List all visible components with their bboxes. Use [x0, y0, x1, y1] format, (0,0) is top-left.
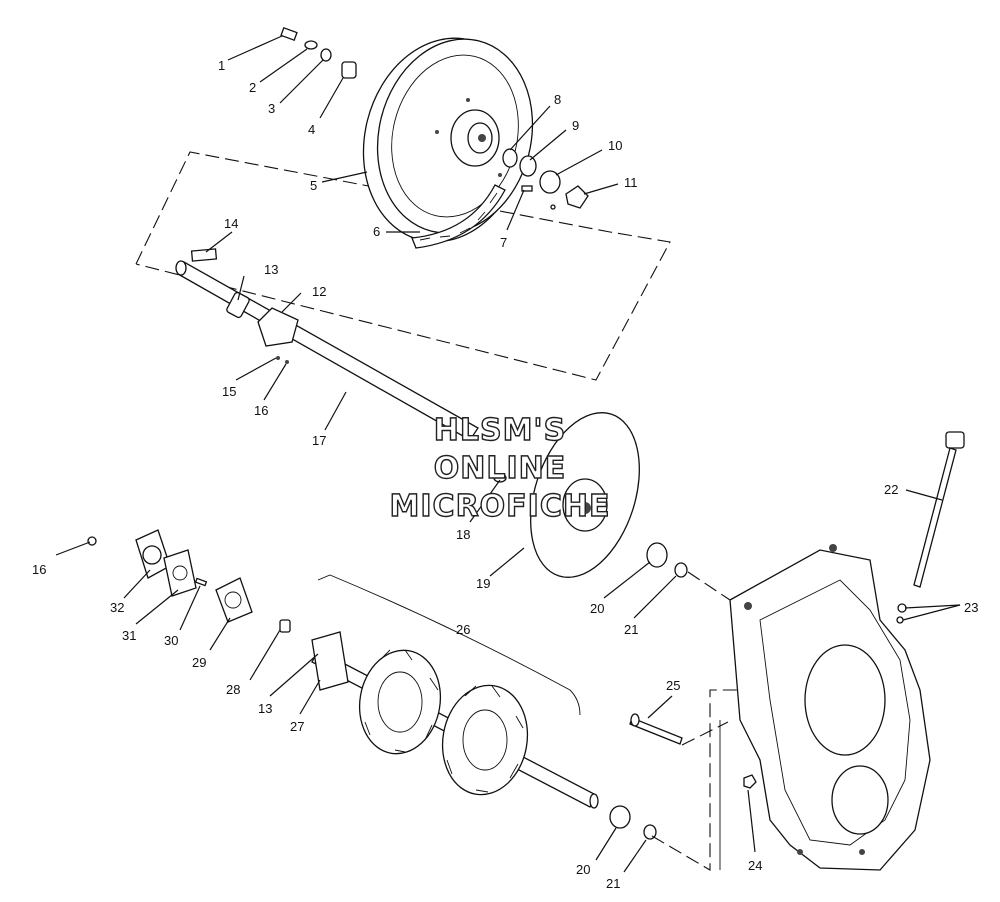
drive-sprocket-right	[441, 684, 529, 796]
callout-4: 4	[308, 122, 315, 137]
assembly-leaders	[651, 571, 740, 871]
callout-20: 20	[590, 601, 604, 616]
callout-27: 27	[290, 719, 304, 734]
callout-23: 23	[964, 600, 978, 615]
callout-21b: 21	[606, 876, 620, 891]
bracket-26	[317, 574, 581, 716]
callout-12: 12	[312, 284, 326, 299]
callout-21: 21	[624, 622, 638, 637]
flange-31	[163, 549, 197, 597]
callout-31: 31	[122, 628, 136, 643]
callout-2: 2	[249, 80, 256, 95]
callout-19: 19	[476, 576, 490, 591]
callout-1: 1	[218, 58, 225, 73]
flange-29	[215, 577, 253, 623]
callout-26: 26	[456, 622, 470, 637]
brake-disc-part-19	[493, 412, 640, 578]
callout-9: 9	[572, 118, 579, 133]
bolt-part-25	[629, 713, 683, 745]
dipstick-part-22	[896, 431, 965, 624]
callout-14: 14	[224, 216, 238, 231]
callout-13: 13	[264, 262, 278, 277]
chain-part-6	[411, 184, 506, 249]
callout-29: 29	[192, 655, 206, 670]
callout-17: 17	[312, 433, 326, 448]
callout-3: 3	[268, 101, 275, 116]
bearing-20-upper	[646, 542, 688, 578]
callout-labels: 1 2 3 4 5 6 7 8 9 10 11 12 13 14 15 16 1…	[32, 58, 978, 891]
watermark: HLSM'S ONLINE MICROFICHE	[389, 412, 611, 524]
callout-18: 18	[456, 527, 470, 542]
callout-30: 30	[164, 633, 178, 648]
hardware-7-11	[502, 148, 589, 210]
callout-13b: 13	[258, 701, 272, 716]
callout-6: 6	[373, 224, 380, 239]
drive-sprocket-left	[358, 649, 442, 755]
callout-20b: 20	[576, 862, 590, 877]
callout-10: 10	[608, 138, 622, 153]
chaincase-housing	[729, 544, 931, 871]
sheave-part-5	[362, 37, 534, 243]
callout-25: 25	[666, 678, 680, 693]
callout-7: 7	[500, 235, 507, 250]
callout-32: 32	[110, 600, 124, 615]
bearing-flange-32	[135, 529, 171, 579]
bearing-20-lower	[609, 805, 657, 840]
callout-24: 24	[748, 858, 762, 873]
callout-5: 5	[310, 178, 317, 193]
hardware-1-4	[280, 27, 357, 79]
jackshaft-part-17	[175, 248, 479, 441]
callout-8: 8	[554, 92, 561, 107]
nut-part-24	[743, 774, 757, 789]
leader-lines	[55, 35, 961, 873]
part-30-28-27	[87, 536, 291, 633]
callout-16: 16	[254, 403, 268, 418]
watermark-line-1: HLSM'S	[434, 413, 566, 448]
callout-11: 11	[624, 175, 638, 190]
callout-16b: 16	[32, 562, 46, 577]
watermark-line-3: MICROFICHE	[390, 489, 611, 524]
upper-assembly-boundary	[135, 151, 671, 381]
callout-28: 28	[226, 682, 240, 697]
callout-22: 22	[884, 482, 898, 497]
watermark-line-2: ONLINE	[434, 451, 567, 486]
callout-15: 15	[222, 384, 236, 399]
